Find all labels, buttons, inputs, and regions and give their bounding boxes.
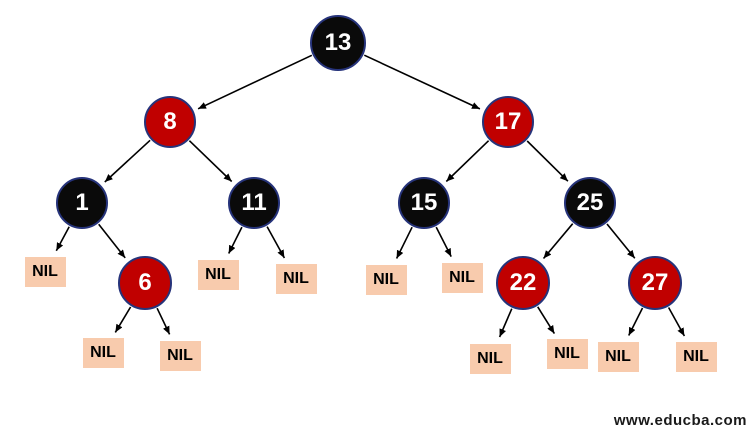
- tree-edge-n17-n15: [445, 140, 490, 183]
- tree-edge-n13-n8: [197, 54, 313, 110]
- nil-leaf: NIL: [82, 338, 124, 368]
- tree-node-8: 8: [144, 96, 196, 148]
- nil-leaf: NIL: [441, 263, 483, 293]
- tree-node-15: 15: [398, 177, 450, 229]
- tree-edge-n6-nilG: [156, 307, 171, 335]
- tree-node-22: 22: [496, 256, 550, 310]
- nil-leaf-label: NIL: [449, 269, 475, 286]
- tree-node-label: 22: [509, 269, 537, 296]
- tree-edge-n27-nilJ: [627, 307, 644, 336]
- nil-leaf: NIL: [675, 342, 717, 372]
- nil-leaf: NIL: [597, 342, 639, 372]
- tree-node-label: 13: [324, 29, 352, 56]
- tree-node-17: 17: [482, 96, 534, 148]
- tree-edge-n8-n1: [104, 139, 151, 183]
- tree-edge-n15-nilE: [435, 226, 452, 257]
- tree-node-label: 8: [163, 108, 177, 135]
- tree-node-label: 15: [410, 189, 438, 216]
- nil-leaf-label: NIL: [477, 350, 503, 367]
- tree-node-13: 13: [310, 15, 366, 71]
- tree-edge-n22-nilH: [498, 308, 513, 338]
- tree-edge-n17-n25: [526, 140, 569, 182]
- nil-leaf: NIL: [546, 339, 588, 369]
- tree-node-label: 1: [75, 189, 89, 216]
- nil-leaf-label: NIL: [683, 348, 709, 365]
- nil-leaf: NIL: [197, 260, 239, 290]
- tree-edge-n11-nilB: [227, 226, 243, 254]
- nil-leaf-label: NIL: [90, 344, 116, 361]
- tree-edge-n8-n11: [188, 140, 233, 183]
- nil-leaf-label: NIL: [605, 348, 631, 365]
- tree-node-11: 11: [228, 177, 280, 229]
- tree-node-27: 27: [628, 256, 682, 310]
- tree-edge-n1-n6: [98, 223, 126, 259]
- nil-leaf: NIL: [275, 264, 317, 294]
- nil-leaf-label: NIL: [554, 345, 580, 362]
- nil-leaf: NIL: [24, 257, 66, 287]
- watermark-text: www.educba.com: [613, 412, 747, 429]
- tree-node-1: 1: [56, 177, 108, 229]
- tree-edge-n13-n17: [363, 54, 481, 110]
- nil-leaf-label: NIL: [283, 270, 309, 287]
- tree-node-label: 11: [241, 189, 267, 216]
- tree-edge-n1-nilA: [55, 226, 70, 252]
- tree-node-25: 25: [564, 177, 616, 229]
- nil-leaf-label: NIL: [205, 266, 231, 283]
- tree-node-label: 17: [494, 108, 522, 135]
- tree-edge-n25-n27: [606, 223, 636, 259]
- nil-leaf: NIL: [365, 265, 407, 295]
- tree-edge-n27-nilK: [667, 307, 686, 337]
- tree-edge-n25-n22: [542, 223, 574, 260]
- nil-leaf-label: NIL: [373, 271, 399, 288]
- tree-edge-n15-nilD: [395, 226, 413, 259]
- nil-leaf: NIL: [159, 341, 201, 371]
- tree-node-label: 25: [576, 189, 604, 216]
- tree-node-label: 27: [641, 269, 669, 296]
- tree-edge-n22-nilI: [537, 306, 556, 335]
- nil-leaf: NIL: [469, 344, 511, 374]
- nil-leaf-label: NIL: [167, 347, 193, 364]
- tree-node-label: 6: [138, 269, 152, 296]
- tree-edge-n6-nilF: [114, 306, 132, 333]
- tree-node-6: 6: [118, 256, 172, 310]
- nil-leaf-label: NIL: [32, 263, 58, 280]
- tree-edge-n11-nilC: [266, 226, 286, 259]
